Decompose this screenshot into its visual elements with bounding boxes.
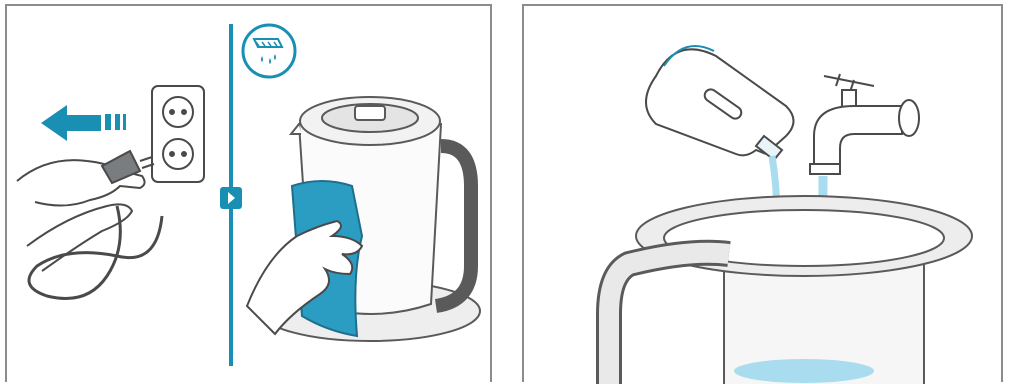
wall-socket — [152, 86, 204, 182]
descaler-bottle — [646, 46, 794, 160]
damp-cloth-icon — [243, 25, 295, 77]
panel-descale — [522, 4, 1003, 382]
kettle-body — [609, 196, 972, 384]
water-tap — [810, 74, 919, 174]
descale-illustration — [524, 6, 1005, 384]
pull-arrow-icon — [41, 105, 126, 141]
unplug-wipe-illustration — [7, 6, 494, 384]
panel-unplug-and-wipe — [5, 4, 492, 382]
next-step-icon — [220, 187, 242, 209]
